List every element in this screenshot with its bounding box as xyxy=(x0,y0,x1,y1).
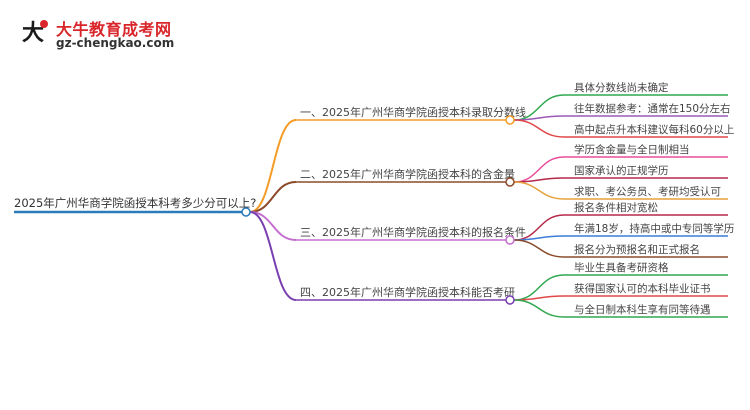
branch-3-label: 三、2025年广州华商学院函授本科的报名条件 xyxy=(300,225,526,239)
branch-3-dot xyxy=(505,235,515,245)
leaf-4-2-label: 获得国家认可的本科毕业证书 xyxy=(574,282,711,295)
edge-branch-2-to-leaf-2 xyxy=(513,177,565,183)
logo-dot-icon xyxy=(40,20,48,28)
leaf-2-1-label: 学历含金量与全日制相当 xyxy=(574,143,690,156)
edge-root-to-branch-3 xyxy=(249,211,297,241)
leaf-1-3-label: 高中起点升本科建议每科60分以上 xyxy=(574,123,734,136)
leaf-1-1-label: 具体分数线尚未确定 xyxy=(574,81,669,94)
brand-name: 大牛教育成考网 xyxy=(56,20,172,39)
edge-branch-2-to-leaf-3 xyxy=(513,181,565,200)
branch-4-label: 四、2025年广州华商学院函授本科能否考研 xyxy=(300,285,515,299)
edge-branch-1-to-leaf-3 xyxy=(513,119,565,138)
edge-branch-3-to-leaf-3 xyxy=(513,239,565,258)
leaf-3-1-label: 报名条件相对宽松 xyxy=(574,201,658,214)
branch-1-dot xyxy=(505,115,515,125)
brand-url: gz-chengkao.com xyxy=(56,36,175,50)
leaf-4-1-label: 毕业生具备考研资格 xyxy=(574,261,669,274)
leaf-3-3-label: 报名分为预报名和正式报名 xyxy=(574,243,700,256)
edge-branch-4-to-leaf-3 xyxy=(513,299,565,318)
root-node-dot xyxy=(241,207,251,217)
branch-1-label: 一、2025年广州华商学院函授本科录取分数线 xyxy=(300,105,526,119)
edge-root-to-branch-4 xyxy=(249,211,297,301)
branch-4-dot xyxy=(505,295,515,305)
leaf-2-2-label: 国家承认的正规学历 xyxy=(574,164,669,177)
mind-map-nodes: 2025年广州华商学院函授本科考多少分可以上? 一、2025年广州华商学院函授本科… xyxy=(14,81,734,318)
edge-root-to-branch-2 xyxy=(249,181,297,213)
leaf-1-2-label: 往年数据参考：通常在150分左右 xyxy=(574,102,731,115)
logo-mark-icon: 大 xyxy=(14,14,52,52)
edge-branch-4-to-leaf-2 xyxy=(513,295,565,301)
root-topic: 2025年广州华商学院函授本科考多少分可以上? xyxy=(14,196,256,210)
edge-root-to-branch-1 xyxy=(249,119,297,213)
brand-logo: 大 大牛教育成考网 gz-chengkao.com xyxy=(14,14,254,58)
branch-2-dot xyxy=(505,177,515,187)
leaf-2-3-label: 求职、考公务员、考研均受认可 xyxy=(574,185,721,198)
mind-map-edges xyxy=(249,94,565,318)
leaf-4-3-label: 与全日制本科生享有同等待遇 xyxy=(574,303,711,316)
leaf-3-2-label: 年满18岁，持高中或中专同等学历 xyxy=(574,222,734,235)
branch-2-label: 二、2025年广州华商学院函授本科的含金量 xyxy=(300,167,515,181)
